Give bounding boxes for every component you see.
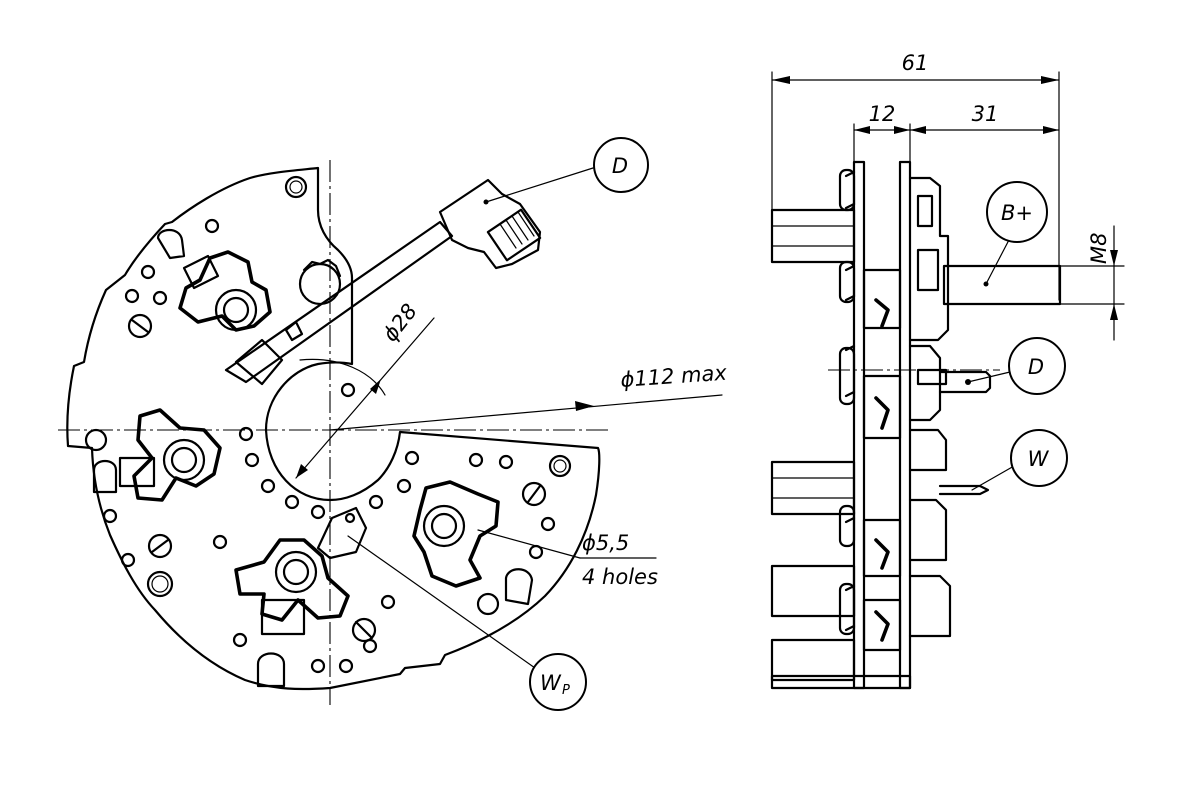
bplus-bolt (942, 264, 1062, 306)
dim-hole-count: 4 holes (582, 565, 658, 589)
stud-3 (770, 564, 856, 618)
front-view: ϕ28 ϕ112 max ϕ5,5 4 holes (58, 137, 728, 711)
side-view: 61 12 31 M8 (770, 51, 1125, 690)
stud-4 (770, 638, 856, 682)
callout-d-front: D (593, 137, 649, 193)
stud-1 (770, 208, 856, 264)
callout-wp: W P (529, 653, 587, 711)
svg-text:D: D (612, 154, 628, 178)
dim-overall-label: 61 (902, 51, 929, 75)
plate-outline (66, 166, 601, 691)
dim-12-arrow-r (894, 126, 910, 134)
terminal-ribs (499, 211, 535, 249)
mounting-holes (84, 175, 572, 674)
bore-arc-guide (299, 358, 386, 396)
side-body-detail (838, 168, 992, 652)
stud-2 (770, 460, 856, 516)
d-terminal-strip (224, 178, 542, 386)
rim-slots (92, 228, 534, 688)
dim-31-arrow-l (910, 126, 926, 134)
dim-31-label: 31 (972, 102, 999, 126)
dim-12-label: 12 (869, 102, 896, 126)
dim-m8-arrow-b (1110, 304, 1118, 320)
dim-12-arrow-l (854, 126, 870, 134)
leader-w-side (971, 465, 1015, 491)
dim-bore-arrow-1 (296, 464, 308, 478)
svg-text:D: D (1028, 355, 1044, 379)
diode-holder-4 (412, 480, 500, 588)
dim-m8-label: M8 (1087, 233, 1111, 264)
dim-outer-line (329, 394, 723, 431)
leader-wp (347, 535, 536, 669)
screw-heads (127, 313, 547, 643)
dim-bore-line (295, 317, 435, 479)
dim-hole-label: ϕ5,5 (582, 531, 629, 555)
base-strip (770, 674, 912, 690)
callout-w-side: W (1010, 429, 1068, 487)
dim-overall-arrow-l (772, 76, 790, 84)
dim-overall-arrow-r (1041, 76, 1059, 84)
diode-holder-2 (118, 408, 222, 502)
wp-terminal (316, 506, 368, 560)
leader-bplus (985, 237, 1011, 285)
svg-text:W: W (540, 671, 562, 695)
diode-holder-1 (178, 250, 272, 332)
leader-d-side (967, 371, 1011, 383)
front-plate (852, 160, 866, 690)
leader-d-front (485, 167, 594, 203)
dim-outer-label: ϕ112 max (620, 361, 728, 392)
rear-plate (898, 160, 912, 690)
dim-bore-arrow-2 (370, 379, 381, 394)
diode-holder-3 (234, 538, 350, 636)
dim-m8-arrow-t (1110, 250, 1118, 266)
svg-text:B+: B+ (1001, 201, 1033, 225)
dim-31-arrow-r (1043, 126, 1059, 134)
svg-text:W: W (1028, 447, 1050, 471)
callout-bplus: B+ (986, 181, 1048, 243)
callout-d-side: D (1008, 337, 1066, 395)
dim-hole-leader (477, 529, 581, 559)
dim-outer-arrow (575, 401, 594, 411)
svg-text:P: P (562, 683, 570, 698)
